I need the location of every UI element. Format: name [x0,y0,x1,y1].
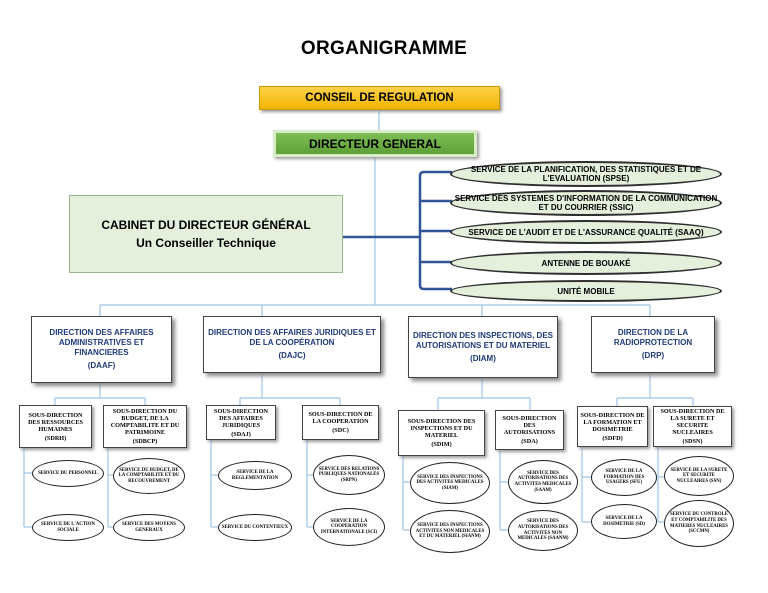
director-general-box: DIRECTEUR GENERAL [273,130,477,157]
subdirection-code: (SDC) [332,427,349,434]
subdirection-name: SOUS-DIRECTION DU BUDGET, DE LA COMPTABI… [110,408,180,436]
subdirection-sda: SOUS-DIRECTION DES AUTORISATIONS (SDA) [495,410,564,450]
cabinet-subtitle: Un Conseiller Technique [136,236,276,250]
attached-service-saaq: SERVICE DE L'AUDIT ET DE L'ASSURANCE QUA… [450,220,722,244]
subdirection-name: SOUS-DIRECTION DE LA FORMATION ET DOSIME… [580,411,645,433]
subdirection-code: (SDA) [521,438,538,445]
subdirection-sdsn: SOUS-DIRECTION DE LA SURETE ET SECURITE … [653,406,732,447]
service-action-sociale: SERVICE DE L'ACTION SOCIALE [32,514,104,541]
subdirection-sdim: SOUS-DIRECTION DES INSPECTIONS ET DU MAT… [398,410,485,456]
subdirection-code: (SDAJ) [231,430,251,438]
direction-drp: DIRECTION DE LA RADIOPROTECTION (DRP) [591,316,715,373]
subdirection-name: SOUS-DIRECTION DE LA COOPERATION [308,411,373,425]
direction-name: DIRECTION DE LA RADIOPROTECTION [613,328,693,347]
service-sci: SERVICE DE LA COOPERATION INTERNATIONALE… [313,508,385,546]
direction-name: DIRECTION DES INSPECTIONS, DES AUTORISAT… [412,330,554,350]
service-ssn: SERVICE DE LA SURETE ET SECURITE NUCLEAI… [664,456,734,496]
page-title: ORGANIGRAMME [300,38,468,59]
service-contentieux: SERVICE DU CONTENTIEUX [218,514,292,541]
direction-code: (DAJC) [278,351,306,360]
service-sccmn: SERVICE DU CONTROLE ET COMPTABILITE DES … [664,500,734,547]
council-box: CONSEIL DE REGULATION [259,86,500,110]
subdirection-name: SOUS-DIRECTION DES INSPECTIONS ET DU MAT… [407,418,476,439]
direction-diam: DIRECTION DES INSPECTIONS, DES AUTORISAT… [408,316,558,378]
subdirection-code: (SDSN) [682,438,703,445]
subdirection-sdaj: SOUS-DIRECTION DES AFFAIRES JURIDIQUES (… [206,405,276,440]
attached-service-spse: SERVICE DE LA PLANIFICATION, DES STATIST… [450,161,722,187]
service-reglementation: SERVICE DE LA REGLEMENTATION [218,461,292,490]
subdirection-sdrh: SOUS-DIRECTION DES RESSOURCES HUMAINES (… [19,405,92,448]
direction-name: DIRECTION DES AFFAIRES JURIDIQUES ET DE … [208,328,376,347]
service-srpn: SERVICE DES RELATIONS PUBLIQUES NATIONAL… [313,455,385,495]
service-saam: SERVICE DES AUTORISATIONS DES ACTIVITES … [508,460,578,504]
attached-service-bouake: ANTENNE DE BOUAKÉ [450,251,722,275]
service-budget: SERVICE DU BUDGET, DE LA COMPTABILITE ET… [113,458,185,494]
subdirection-name: SOUS-DIRECTION DES AFFAIRES JURIDIQUES [214,407,268,429]
subdirection-code: (SDFD) [602,434,623,442]
direction-dajc: DIRECTION DES AFFAIRES JURIDIQUES ET DE … [203,316,381,373]
subdirection-code: (SDIM) [431,441,452,448]
attached-service-ssic: SERVICE DES SYSTEMES D'INFORMATION DE LA… [450,190,722,216]
service-saanm: SERVICE DES AUTORISATIONS DES ACTIVITES … [508,510,578,551]
subdirection-sdfd: SOUS-DIRECTION DE LA FORMATION ET DOSIME… [577,406,648,447]
cabinet-box: CABINET DU DIRECTEUR GÉNÉRAL Un Conseill… [69,195,343,273]
direction-code: (DAAF) [87,361,116,370]
direction-name: DIRECTION DES AFFAIRES ADMINISTRATIVES E… [49,328,154,357]
service-personnel: SERVICE DU PERSONNEL [32,460,104,487]
service-siam: SERVICE DES INSPECTIONS DES ACTIVITES ME… [410,462,490,504]
direction-daaf: DIRECTION DES AFFAIRES ADMINISTRATIVES E… [31,316,172,383]
subdirection-code: (SDBCP) [132,438,158,445]
direction-code: (DIAM) [470,353,496,363]
subdirection-name: SOUS-DIRECTION DES RESSOURCES HUMAINES [28,411,83,433]
subdirection-name: SOUS-DIRECTION DE LA SURETE ET SECURITE … [660,408,725,436]
service-moyens-generaux: SERVICE DES MOYENS GENERAUX [113,514,185,541]
attached-service-mobile: UNITÉ MOBILE [450,280,722,302]
subdirection-sdc: SOUS-DIRECTION DE LA COOPERATION (SDC) [302,405,379,440]
direction-code: (DRP) [641,351,665,360]
subdirection-name: SOUS-DIRECTION DES AUTORISATIONS [502,415,557,436]
subdirection-code: (SDRH) [44,434,67,442]
service-sd: SERVICE DE LA DOSIMETRIE (SD) [591,504,657,539]
cabinet-title: CABINET DU DIRECTEUR GÉNÉRAL [101,218,311,232]
service-sfu: SERVICE DE LA FORMATION DES USAGERS (SFU… [591,459,657,496]
subdirection-sdbcp: SOUS-DIRECTION DU BUDGET, DE LA COMPTABI… [103,405,187,448]
service-sianm: SERVICE DES INSPECTIONS ACTIVITES NON ME… [410,510,490,553]
